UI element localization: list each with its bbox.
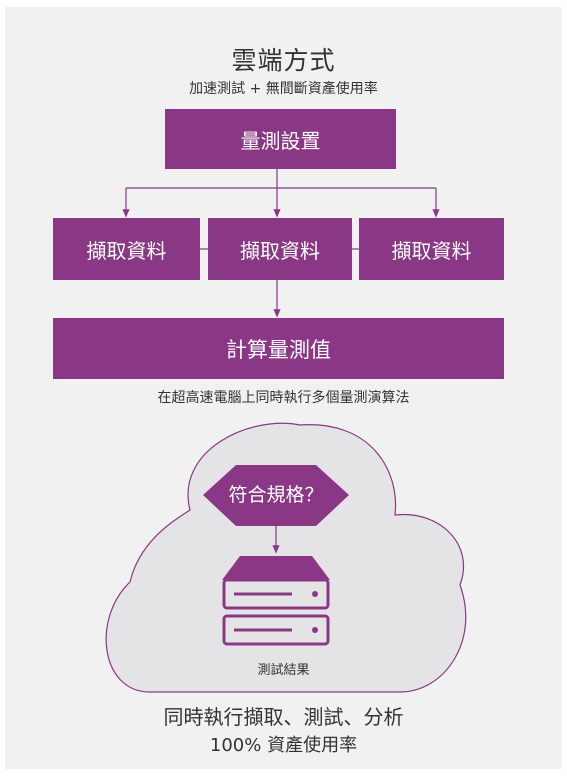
server-icon — [222, 556, 330, 646]
test-results-label: 測試結果 — [257, 663, 310, 678]
diagram-title: 雲端方式 — [231, 46, 336, 75]
capture-data-box-3: 擷取資料 — [359, 218, 504, 280]
capture-data-box-2: 擷取資料 — [208, 218, 352, 280]
diagram-subtitle: 加速測試 + 無間斷資產使用率 — [189, 81, 378, 97]
measurement-setup-box: 量測設置 — [165, 109, 396, 169]
decision-label: 符合規格？ — [228, 484, 324, 506]
compute-caption: 在超高速電腦上同時執行多個量測演算法 — [157, 390, 410, 406]
capture-data-box-1: 擷取資料 — [53, 218, 200, 280]
compute-measurements-box: 計算量測值 — [53, 318, 504, 379]
decision-hexagon — [203, 465, 349, 526]
footer-line-2: 100% 資產使用率 — [209, 735, 358, 756]
footer-line-1: 同時執行擷取、測試、分析 — [163, 705, 404, 729]
